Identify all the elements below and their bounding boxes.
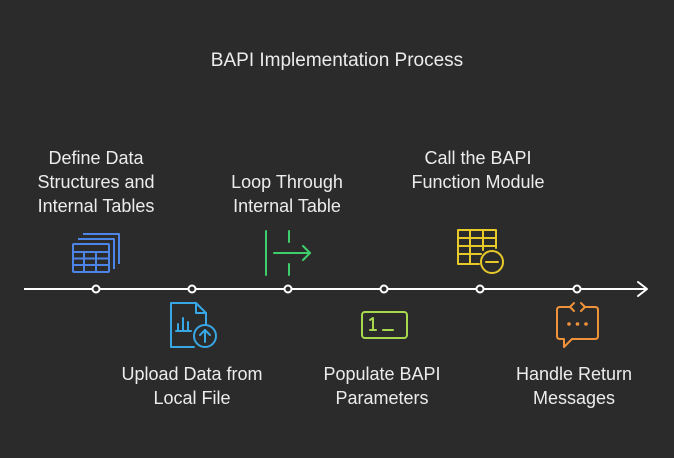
diagram-title: BAPI Implementation Process <box>210 50 464 71</box>
table-stack-icon <box>72 233 120 273</box>
timeline-node <box>91 284 101 294</box>
timeline-node <box>283 284 293 294</box>
timeline-node <box>187 284 197 294</box>
step-label-call-bapi: Call the BAPI Function Module <box>411 148 545 192</box>
step-label-loop-through: Loop Through Internal Table <box>231 172 343 216</box>
timeline-node <box>475 284 485 294</box>
timeline-arrowhead <box>637 281 648 297</box>
file-upload-icon <box>170 302 217 348</box>
terminal-icon <box>361 311 408 339</box>
step-label-handle-return: Handle Return Messages <box>515 364 633 408</box>
step-label-populate-bapi: Populate BAPI Parameters <box>323 364 441 408</box>
table-remove-icon <box>457 229 504 274</box>
timeline-node <box>572 284 582 294</box>
message-refresh-icon <box>556 302 599 348</box>
loop-arrow-icon <box>265 230 311 276</box>
step-label-upload-data: Upload Data from Local File <box>121 364 263 408</box>
timeline-node <box>379 284 389 294</box>
step-label-define-data: Define Data Structures and Internal Tabl… <box>37 148 155 216</box>
